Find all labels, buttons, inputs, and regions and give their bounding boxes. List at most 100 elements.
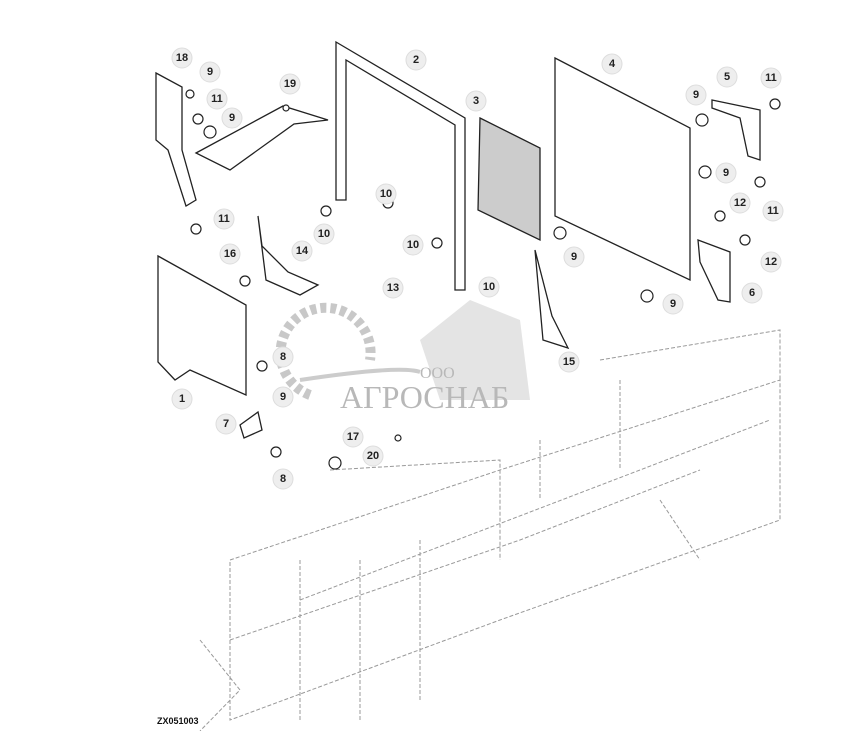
callout-circle [662,293,684,315]
callout-number: 2 [413,54,419,66]
callout-circle [362,445,384,467]
callout-11: 11 [760,67,782,89]
callout-1: 1 [171,388,193,410]
callout-number: 12 [765,256,777,268]
callout-16: 16 [219,243,241,265]
callout-circle [375,183,397,205]
callout-number: 7 [223,418,229,430]
callout-circle [313,223,335,245]
callout-circle [402,234,424,256]
callout-9: 9 [221,107,243,129]
callout-circle [279,73,301,95]
part-4-panel [554,56,691,282]
callout-12: 12 [760,251,782,273]
callout-number: 20 [367,450,379,462]
callout-9: 9 [662,293,684,315]
callout-6: 6 [741,282,763,304]
callout-number: 3 [473,95,479,107]
callout-18: 18 [171,47,193,69]
callout-12: 12 [729,192,751,214]
part-14-deflector [257,215,320,296]
callout-circle [272,346,294,368]
callout-9: 9 [563,246,585,268]
callout-circle [716,66,738,88]
callout-number: 10 [318,228,330,240]
watermark-name: АГРОСНАБ [340,379,509,415]
watermark-logo: ООО АГРОСНАБ [275,300,530,415]
chassis-frame [199,329,781,731]
callout-7: 7 [215,413,237,435]
callout-circle [762,200,784,222]
callout-number: 11 [767,205,779,217]
callout-10: 10 [402,234,424,256]
callout-circle [760,251,782,273]
callout-number: 5 [724,71,730,83]
callout-circle [291,240,313,262]
callout-circle [478,276,500,298]
callout-circle [219,243,241,265]
callout-8: 8 [272,468,294,490]
watermark-prefix: ООО [420,365,455,382]
callout-9: 9 [715,162,737,184]
callout-circle [685,84,707,106]
callout-number: 10 [483,281,495,293]
callout-number: 9 [571,251,577,263]
callout-number: 4 [609,58,616,70]
callout-number: 17 [347,431,359,443]
part-5-bracket [711,99,761,161]
callout-number: 11 [765,72,777,84]
callout-17: 17 [342,426,364,448]
callout-9: 9 [685,84,707,106]
callout-circle [563,246,585,268]
callout-number: 9 [693,89,699,101]
callout-number: 9 [723,167,729,179]
part-18-bracket [155,71,197,207]
callout-circle [741,282,763,304]
callout-14: 14 [291,240,313,262]
callout-11: 11 [213,208,235,230]
callout-number: 12 [734,197,746,209]
callout-number: 8 [280,473,286,485]
callout-circle [382,277,404,299]
callout-number: 16 [224,248,236,260]
callout-circle [715,162,737,184]
part-1-panel [157,254,247,397]
callout-9: 9 [199,61,221,83]
callout-number: 14 [296,245,309,257]
part-3-screen [477,116,541,242]
part-6-bracket [697,239,731,303]
part-19-plate [194,105,329,171]
callout-number: 9 [670,298,676,310]
callout-9: 9 [272,386,294,408]
callout-circle [729,192,751,214]
callout-circle [171,47,193,69]
callout-circle [199,61,221,83]
callout-circle [342,426,364,448]
callout-15: 15 [558,351,580,373]
callout-circle [760,67,782,89]
callout-circle [405,49,427,71]
callout-circle [171,388,193,410]
callout-number: 1 [179,393,185,405]
callout-11: 11 [206,88,228,110]
callout-circle [558,351,580,373]
callout-20: 20 [362,445,384,467]
callout-10: 10 [478,276,500,298]
callout-number: 19 [284,78,296,90]
part-2-frame [335,40,466,291]
callout-circle [272,468,294,490]
callout-8: 8 [272,346,294,368]
callout-number: 18 [176,52,188,64]
callout-10: 10 [313,223,335,245]
callout-number: 9 [229,112,235,124]
callout-circle [213,208,235,230]
callout-5: 5 [716,66,738,88]
callout-number: 8 [280,351,286,363]
callout-10: 10 [375,183,397,205]
callout-4: 4 [601,53,623,75]
callout-number: 6 [749,287,755,299]
callout-number: 11 [211,93,223,105]
callout-19: 19 [279,73,301,95]
